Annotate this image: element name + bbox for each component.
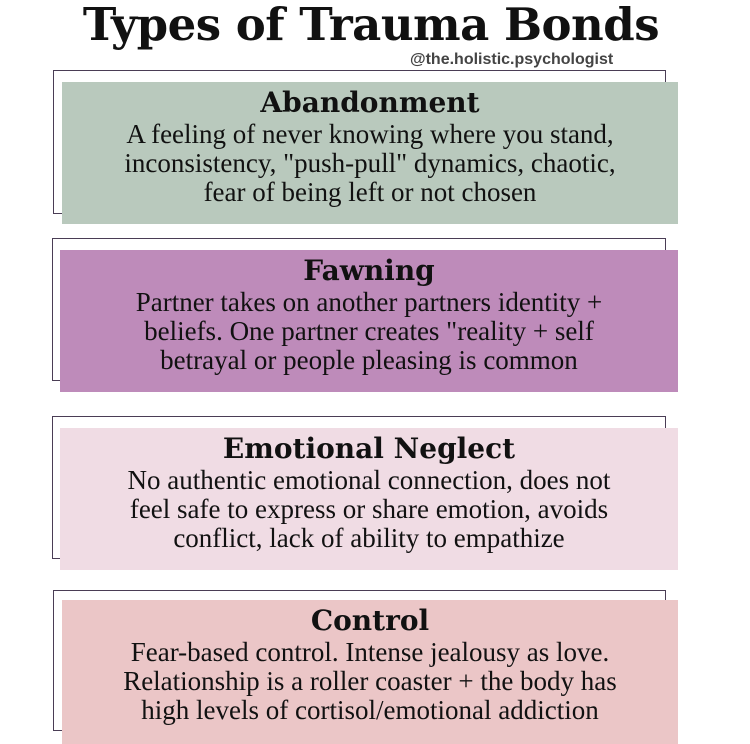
card-emotional-neglect: Emotional Neglect No authentic emotional… bbox=[60, 428, 678, 570]
card-line: feel safe to express or share emotion, a… bbox=[129, 494, 609, 524]
author-handle: @the.holistic.psychologist bbox=[410, 51, 614, 68]
card-line: inconsistency, "push-pull" dynamics, cha… bbox=[124, 148, 616, 178]
card-line: betrayal or people pleasing is common bbox=[160, 345, 578, 375]
page-title: Types of Trauma Bonds bbox=[82, 0, 660, 51]
card-line: Partner takes on another partners identi… bbox=[135, 287, 603, 317]
card-fawning: Fawning Partner takes on another partner… bbox=[60, 250, 678, 392]
card-line: conflict, lack of ability to empathize bbox=[173, 523, 565, 553]
card-control: Control Fear-based control. Intense jeal… bbox=[62, 600, 678, 744]
card-title: Fawning bbox=[303, 254, 435, 287]
card-line: beliefs. One partner creates "reality + … bbox=[144, 316, 594, 346]
card-line: A feeling of never knowing where you sta… bbox=[126, 119, 614, 149]
card-title: Abandonment bbox=[260, 86, 480, 119]
card-title: Emotional Neglect bbox=[222, 432, 516, 465]
card-line: No authentic emotional connection, does … bbox=[127, 465, 611, 495]
card-line: Fear-based control. Intense jealousy as … bbox=[130, 637, 610, 667]
card-line: fear of being left or not chosen bbox=[203, 177, 537, 207]
card-abandonment: Abandonment A feeling of never knowing w… bbox=[62, 82, 678, 224]
card-title: Control bbox=[310, 604, 430, 637]
card-line: high levels of cortisol/emotional addict… bbox=[141, 695, 599, 725]
card-line: Relationship is a roller coaster + the b… bbox=[123, 666, 617, 696]
